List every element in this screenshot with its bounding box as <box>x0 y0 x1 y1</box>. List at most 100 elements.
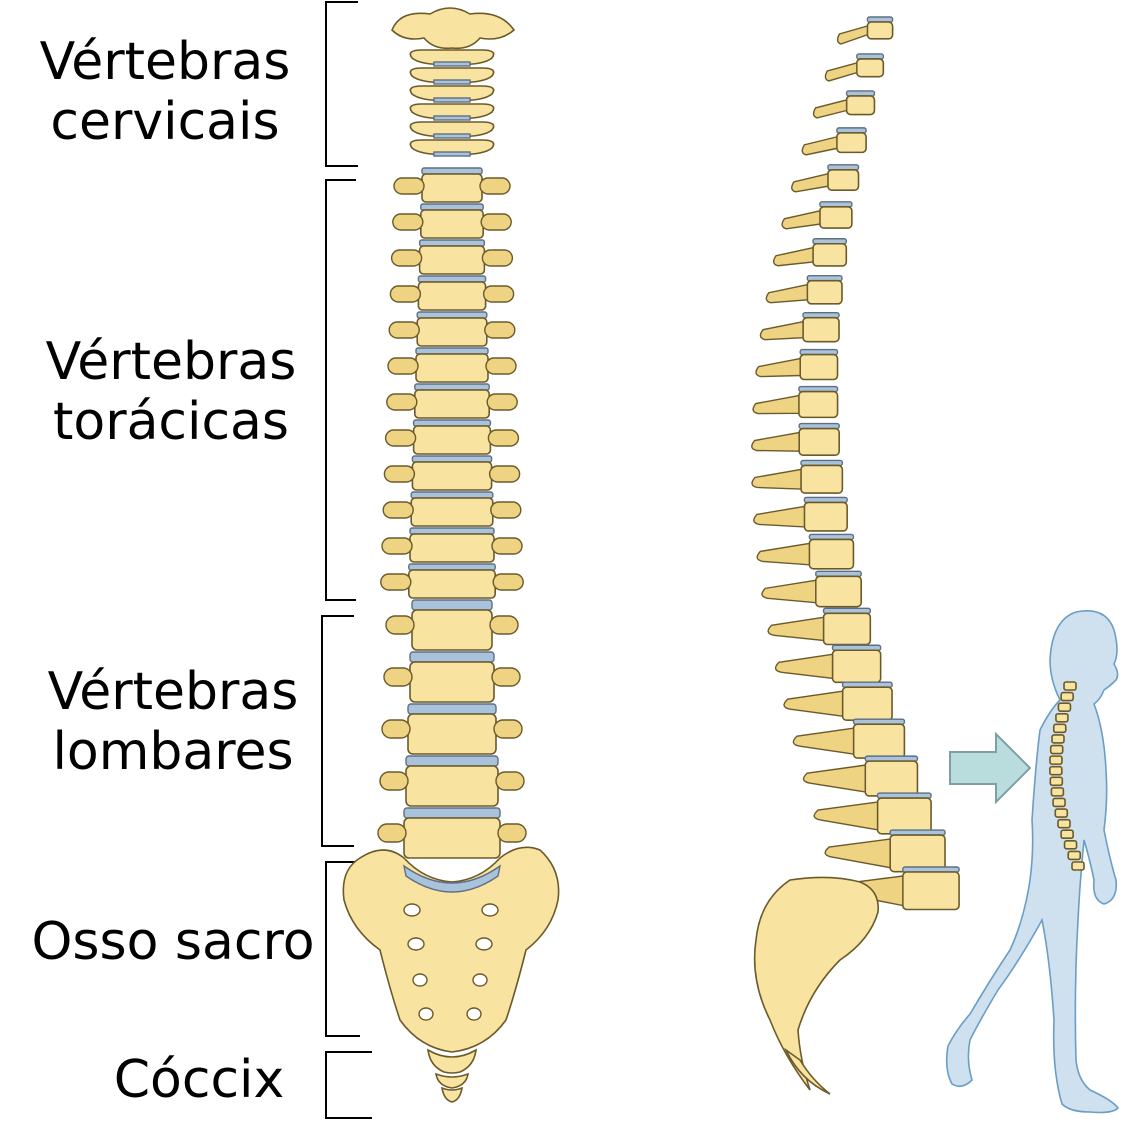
thoracic-disc <box>409 527 495 535</box>
transverse-process-left <box>387 357 419 375</box>
mini-vertebra <box>1049 765 1063 776</box>
transverse-process-left <box>389 285 422 303</box>
thoracic-disc <box>412 419 492 427</box>
lumbar-process-right <box>493 719 523 739</box>
side-vertebra-body <box>822 612 872 646</box>
thoracic-disc <box>420 203 484 211</box>
spinous-process <box>751 431 800 452</box>
thoracic-disc <box>411 455 493 463</box>
lumbar-vertebra <box>403 817 501 859</box>
transverse-process-left <box>388 321 420 339</box>
spinous-process <box>781 209 821 230</box>
transverse-process-right <box>490 501 522 519</box>
spinous-process <box>783 690 844 718</box>
cervical-disc <box>433 97 471 103</box>
label-thoracic-line2: torácicas <box>52 392 290 452</box>
side-vertebra-body <box>866 21 894 40</box>
spinous-process <box>752 394 800 415</box>
transverse-process-left <box>381 537 413 555</box>
cervical-disc <box>433 151 471 157</box>
coccyx-bone <box>427 1048 477 1103</box>
spinous-process <box>792 727 855 755</box>
thoracic-vertebra <box>410 497 494 527</box>
cervical-vertebrae <box>409 49 495 157</box>
side-vertebra-body <box>803 501 848 532</box>
walking-person-silhouette <box>945 610 1120 1114</box>
thoracic-disc <box>414 383 490 391</box>
side-vertebra-body <box>800 464 844 494</box>
lumbar-process-left <box>385 615 415 635</box>
thoracic-vertebra <box>412 425 492 455</box>
spinous-process <box>836 25 869 45</box>
side-vertebra-body <box>802 316 840 343</box>
side-vertebra-body <box>889 834 946 873</box>
transverse-process-right <box>487 429 520 447</box>
transverse-process-right <box>482 285 515 303</box>
spine-side-view <box>751 16 960 1095</box>
lumbar-disc <box>403 807 501 819</box>
label-thoracic: Vértebras torácicas <box>36 332 306 452</box>
lumbar-disc <box>411 599 493 611</box>
lumbar-disc <box>409 651 495 663</box>
transverse-process-left <box>386 393 418 411</box>
thoracic-disc <box>415 347 489 355</box>
transverse-process-left <box>390 249 423 267</box>
spinous-process <box>756 542 811 566</box>
cervical-disc <box>433 133 471 139</box>
mini-vertebra <box>1052 723 1067 734</box>
lumbar-process-right <box>495 771 525 791</box>
transverse-process-right <box>488 465 521 483</box>
thoracic-disc <box>416 311 488 319</box>
side-vertebra-body <box>864 760 919 797</box>
lumbar-vertebra <box>409 661 495 703</box>
mini-vertebra <box>1060 829 1074 840</box>
transverse-process-right <box>479 177 511 195</box>
side-sacrum <box>753 876 879 1091</box>
label-cervical: Vértebras cervicais <box>30 32 300 152</box>
mini-vertebra <box>1052 797 1066 808</box>
lumbar-vertebra <box>405 765 499 807</box>
label-coccyx: Cóccix <box>113 1050 285 1110</box>
bracket-sacrum <box>325 861 360 1037</box>
spinous-process <box>759 320 804 341</box>
label-lumbar-line1: Vértebras <box>47 662 299 722</box>
sacrum-bone <box>342 846 560 1053</box>
transverse-process-right <box>484 321 516 339</box>
mini-spine <box>1049 681 1085 871</box>
side-vertebra-body <box>841 686 893 722</box>
lumbar-vertebra <box>407 713 497 755</box>
thoracic-vertebra <box>418 245 486 275</box>
bracket-coccyx <box>325 1051 372 1119</box>
side-vertebra-body <box>806 279 843 305</box>
side-vertebra-body <box>852 723 906 759</box>
spinous-process <box>812 99 848 119</box>
thoracic-vertebra <box>415 353 489 383</box>
thoracic-vertebra <box>411 461 493 491</box>
lumbar-process-left <box>381 719 411 739</box>
spinous-process <box>765 283 809 304</box>
thoracic-vertebra <box>416 317 488 347</box>
atlas-vertebra <box>391 7 516 50</box>
spinous-process <box>761 579 817 604</box>
mini-vertebra <box>1055 712 1069 723</box>
mini-vertebra <box>1071 861 1085 871</box>
mini-vertebra <box>1049 755 1063 765</box>
thoracic-disc <box>418 239 486 247</box>
side-vertebra-body <box>798 427 840 457</box>
transverse-process-left <box>382 501 414 519</box>
thoracic-vertebrae <box>380 167 524 599</box>
transverse-process-right <box>480 213 512 231</box>
side-vertebra-body <box>831 649 882 684</box>
spinous-process <box>813 801 879 831</box>
mini-vertebra <box>1067 850 1082 861</box>
label-cervical-line2: cervicais <box>50 92 280 152</box>
label-thoracic-line1: Vértebras <box>45 332 297 392</box>
transverse-process-left <box>392 213 424 231</box>
cervical-disc <box>433 61 471 67</box>
mini-vertebra <box>1050 787 1065 797</box>
lumbar-process-left <box>377 823 407 843</box>
thoracic-vertebra <box>407 569 496 599</box>
lumbar-disc <box>405 755 499 767</box>
thoracic-vertebra <box>421 173 483 203</box>
